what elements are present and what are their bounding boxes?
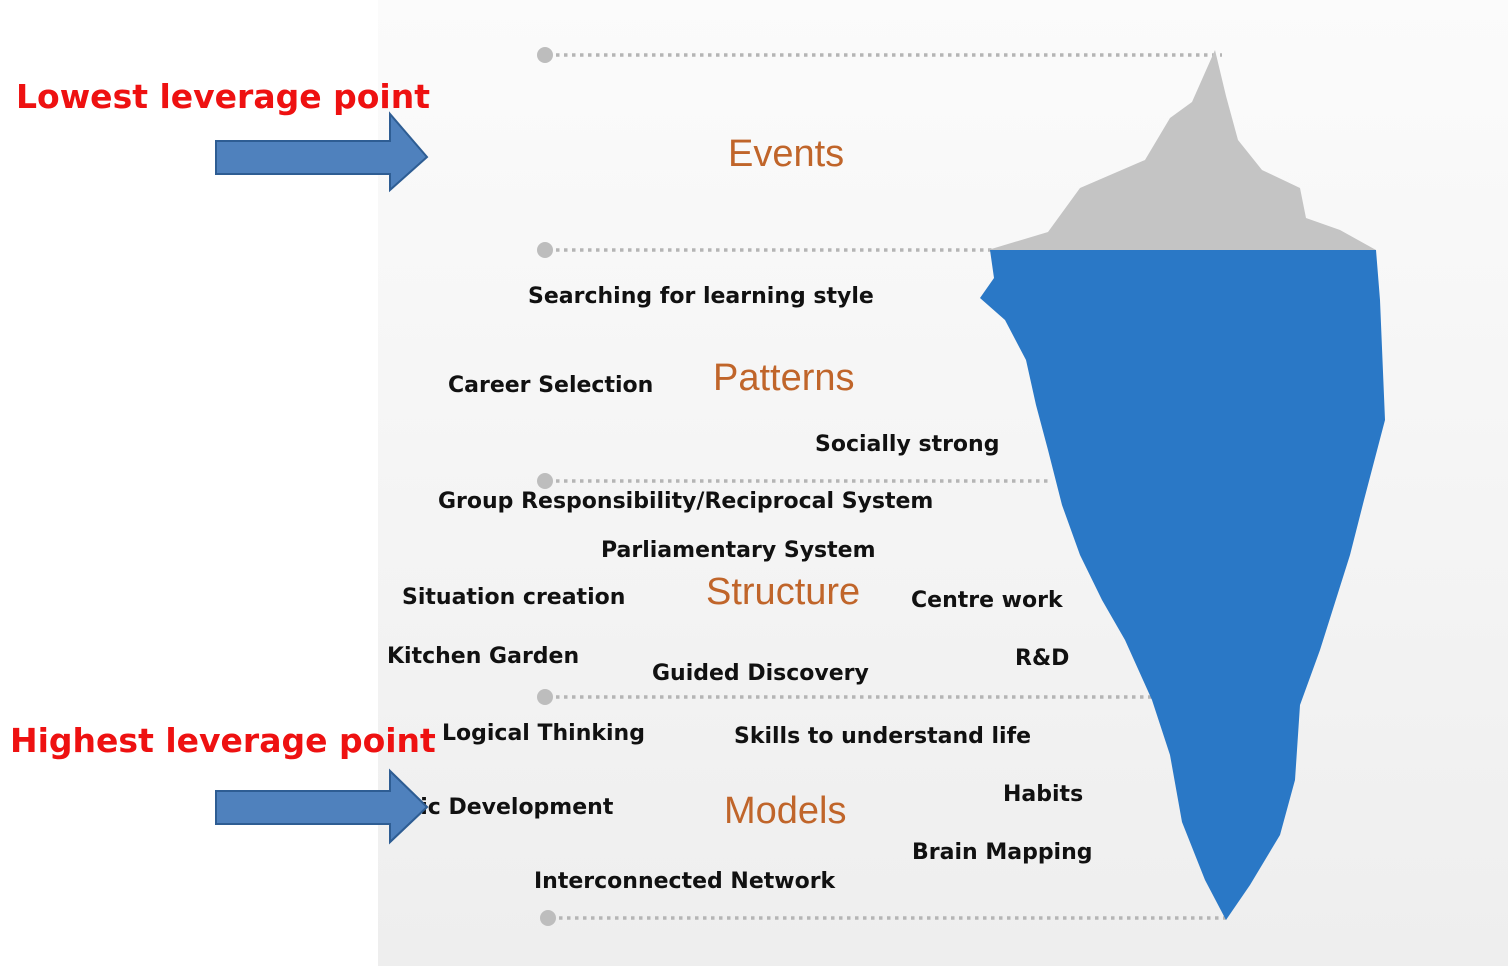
level-dividers — [537, 47, 1228, 926]
label-searching-learning-style: Searching for learning style — [528, 284, 874, 309]
divider-waterline — [537, 242, 1000, 258]
highest-leverage-caption: Highest leverage point — [10, 721, 436, 760]
label-group-responsibility: Group Responsibility/Reciprocal System — [438, 489, 934, 514]
label-skills-understand-life: Skills to understand life — [734, 724, 1032, 749]
lowest-leverage-caption: Lowest leverage point — [16, 77, 430, 116]
iceberg-tip — [988, 50, 1376, 250]
lowest-leverage-arrow — [215, 111, 429, 193]
level-structure: Structure — [706, 571, 861, 613]
label-brain-mapping: Brain Mapping — [912, 840, 1093, 865]
label-centre-work: Centre work — [911, 588, 1063, 613]
divider-patterns-structure — [537, 473, 1050, 489]
label-career-selection: Career Selection — [448, 373, 654, 398]
label-guided-discovery: Guided Discovery — [652, 661, 869, 686]
divider-structure-models — [537, 689, 1152, 705]
label-logical-thinking: Logical Thinking — [442, 721, 645, 746]
label-situation-creation: Situation creation — [402, 585, 626, 610]
label-socially-strong: Socially strong — [815, 432, 1000, 457]
label-parliamentary-system: Parliamentary System — [601, 538, 876, 563]
label-interconnected-network: Interconnected Network — [534, 869, 836, 894]
label-holistic-development: Holistic Development — [348, 795, 614, 820]
level-patterns: Patterns — [713, 357, 855, 399]
label-kitchen-garden: Kitchen Garden — [387, 644, 580, 669]
label-r-and-d: R&D — [1015, 646, 1070, 671]
level-events: Events — [728, 133, 845, 175]
label-habits: Habits — [1003, 782, 1084, 807]
divider-top — [537, 47, 1222, 63]
iceberg-underwater — [980, 250, 1385, 920]
level-models: Models — [724, 790, 847, 832]
divider-bottom — [540, 910, 1228, 926]
